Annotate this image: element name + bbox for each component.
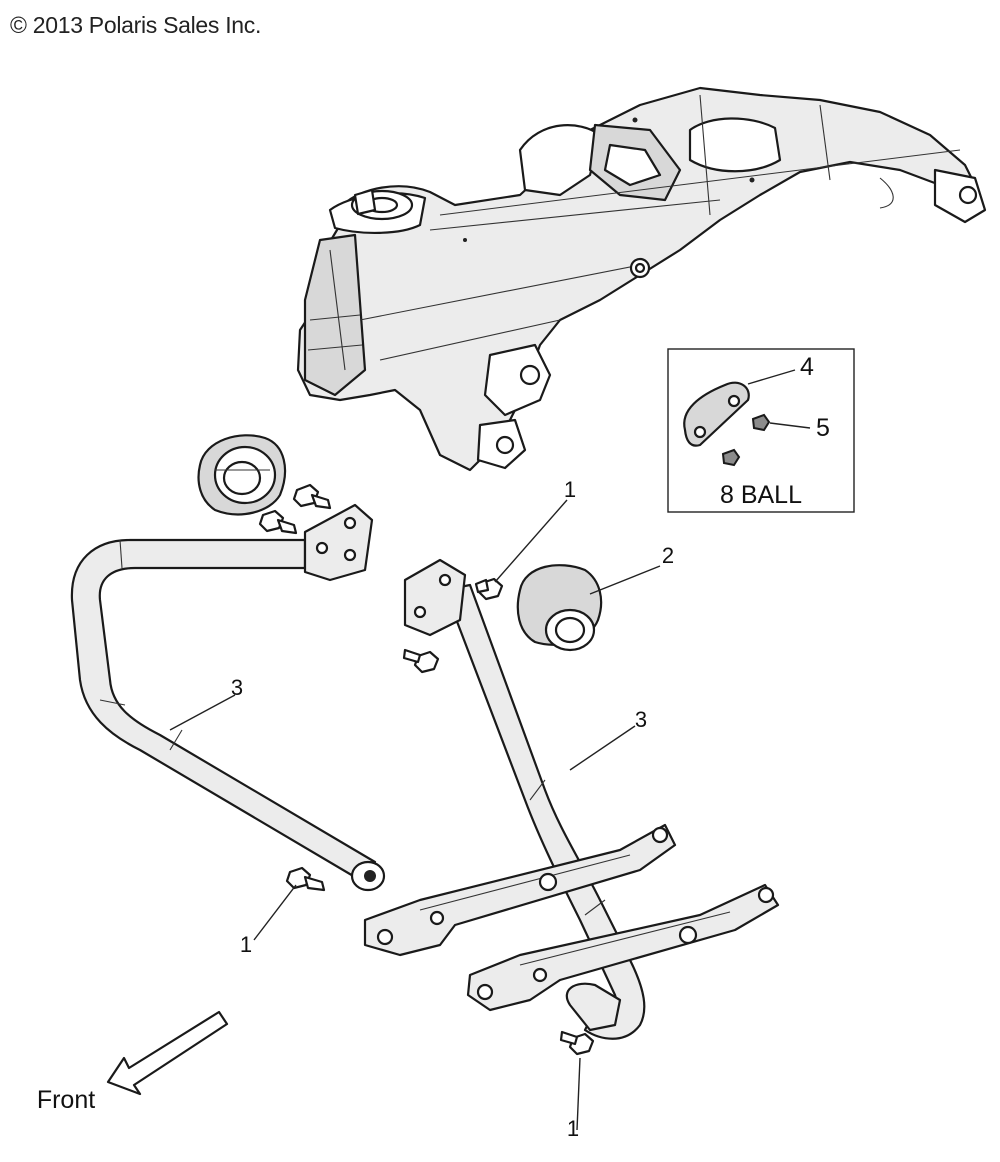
callout-3-right: 3	[635, 707, 647, 732]
frame-assembly	[296, 86, 987, 472]
right-guard-bar	[403, 558, 646, 1040]
callout-4: 4	[800, 353, 814, 381]
inset-8-ball: 8 BALL	[667, 348, 855, 513]
bolt-top-center	[474, 577, 504, 601]
callout-2: 2	[662, 543, 674, 568]
grommet-part-2	[516, 564, 603, 652]
right-floor-bracket	[466, 883, 780, 1012]
bolt-upper-left-b	[258, 509, 298, 535]
left-grommet	[197, 434, 287, 516]
bolt-bottom-center	[559, 1030, 595, 1056]
bolt-upper-left-a	[292, 483, 332, 510]
callout-3-left: 3	[231, 675, 243, 700]
inset-caption: 8 BALL	[720, 481, 802, 509]
left-guard-bar	[70, 503, 386, 892]
front-label: Front	[37, 1086, 95, 1114]
bolt-lower-left	[285, 866, 326, 892]
left-floor-bracket	[363, 823, 677, 957]
callout-1-left: 1	[240, 932, 252, 957]
front-direction-arrow: Front	[37, 1010, 229, 1114]
callout-1-top: 1	[564, 477, 576, 502]
leader-lines	[169, 499, 661, 1131]
copyright-notice: © 2013 Polaris Sales Inc.	[10, 12, 262, 38]
callout-1-bottom: 1	[567, 1116, 579, 1141]
bolt-mid-center	[402, 648, 440, 674]
callout-5: 5	[816, 414, 830, 442]
